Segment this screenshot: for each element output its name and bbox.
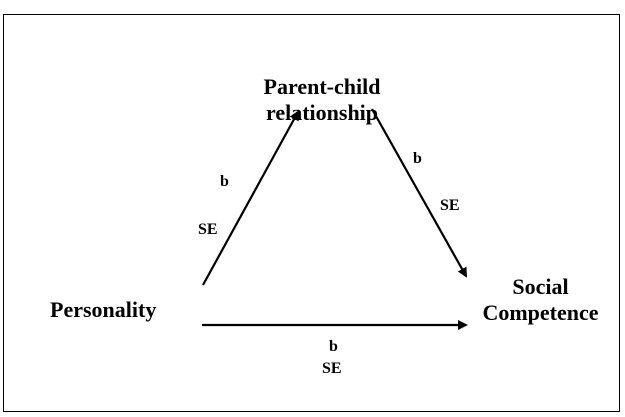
node-social-competence: Social Competence: [468, 274, 613, 327]
diagram-frame: [3, 14, 620, 412]
node-label-line: Personality: [50, 297, 157, 322]
path-a-coefficient: b: [220, 173, 229, 190]
path-b-standard-error: SE: [440, 197, 460, 214]
arrow-personality-to-relationship: [202, 110, 299, 286]
node-personality: Personality: [50, 297, 210, 323]
node-label-line: Social: [512, 274, 569, 299]
path-a-standard-error: SE: [198, 221, 218, 238]
node-label-line: Competence: [482, 300, 599, 326]
node-label-line: relationship: [265, 100, 379, 126]
node-label-line: Parent-child: [263, 74, 381, 99]
node-parent-child-relationship: Parent-child relationship: [232, 74, 412, 127]
path-b-coefficient: b: [413, 150, 422, 167]
arrow-relationship-to-competence: [371, 108, 467, 278]
path-c-coefficient: b: [329, 338, 338, 355]
path-c-standard-error: SE: [322, 360, 342, 377]
